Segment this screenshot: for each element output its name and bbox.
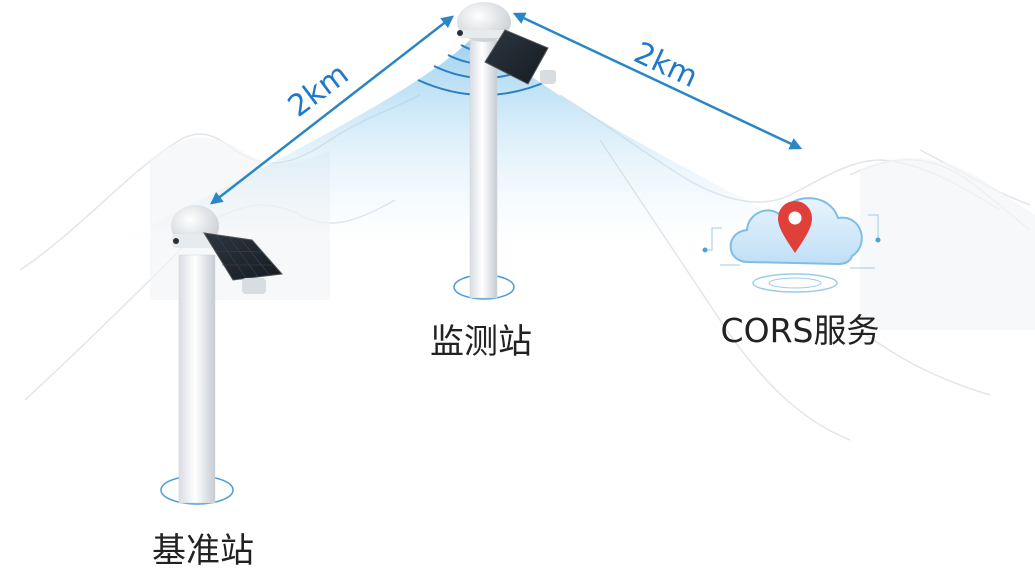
arrow-monitor-cors	[512, 12, 803, 150]
base-station	[160, 205, 284, 505]
monitor-solar-panel	[484, 29, 549, 85]
distance-label-left: 2km	[282, 57, 356, 124]
base-station-label: 基准站	[152, 531, 254, 569]
cors-service-label: CORS服务	[721, 311, 880, 350]
base-pole	[178, 254, 216, 504]
arrow-base-monitor	[210, 15, 454, 205]
cors-cloud-icon	[702, 197, 881, 293]
monitor-station-label: 监测站	[430, 322, 532, 362]
location-pin-icon	[778, 201, 812, 253]
monitor-station	[453, 2, 556, 300]
monitor-pole	[469, 39, 498, 299]
cors-base-rings	[752, 273, 838, 293]
